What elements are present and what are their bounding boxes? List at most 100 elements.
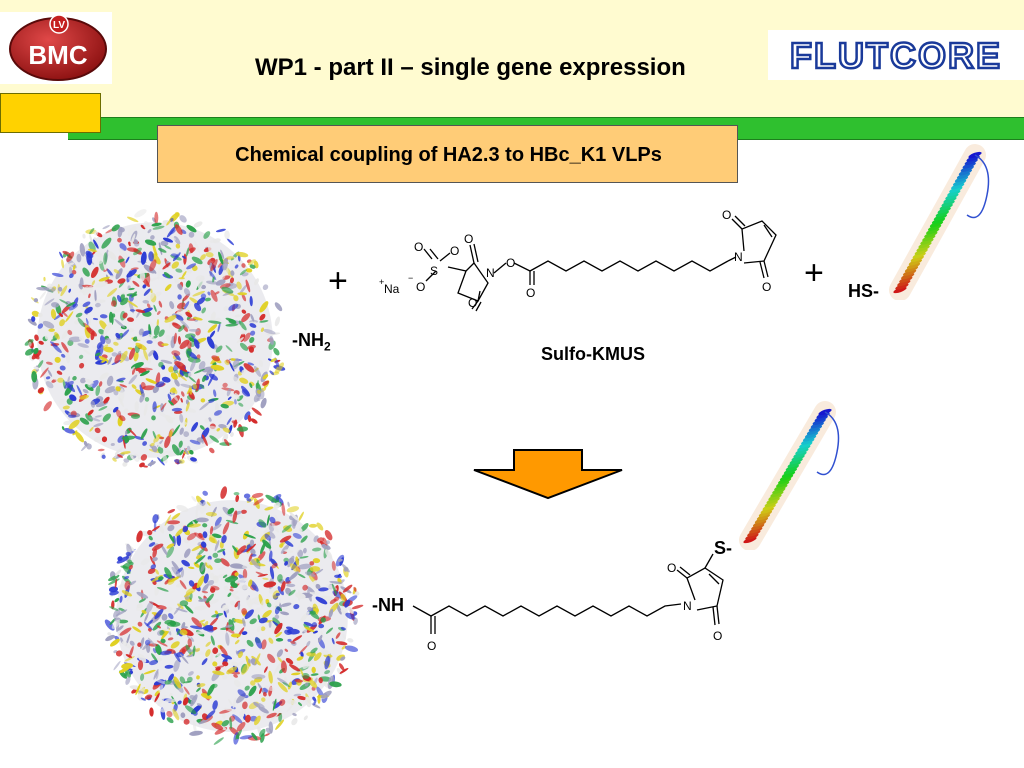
- vlp-subunit: [167, 621, 181, 627]
- vlp-subunit: [72, 376, 77, 381]
- vlp-subunit: [173, 676, 182, 689]
- vlp-subunit: [273, 598, 281, 609]
- vlp-subunit: [269, 566, 275, 580]
- vlp-subunit: [124, 668, 131, 678]
- atom-oxygen: O: [722, 208, 731, 222]
- vlp-subunit: [175, 528, 184, 537]
- vlp-subunit: [160, 544, 168, 556]
- vlp-subunit: [246, 543, 257, 553]
- vlp-subunit: [127, 300, 138, 308]
- vlp-subunit: [95, 385, 101, 397]
- vlp-subunit: [222, 574, 228, 579]
- vlp-subunit: [147, 333, 153, 340]
- vlp-subunit: [199, 619, 206, 623]
- vlp-subunit: [116, 556, 130, 564]
- vlp-subunit: [260, 397, 267, 409]
- vlp-subunit: [204, 297, 211, 302]
- vlp-subunit: [143, 403, 148, 416]
- vlp-subunit: [212, 647, 219, 654]
- vlp-subunit: [186, 532, 197, 541]
- vlp-subunit: [344, 645, 359, 652]
- vlp-subunit: [78, 354, 84, 360]
- vlp-subunit: [258, 617, 268, 624]
- helix-turn: [958, 169, 973, 176]
- atom-oxygen: O: [450, 244, 459, 258]
- helix-turn: [964, 158, 978, 166]
- vlp-subunit: [166, 543, 175, 549]
- vlp-subunit: [241, 608, 248, 615]
- vlp-subunit: [194, 605, 208, 611]
- vlp-subunit: [205, 511, 217, 517]
- plus-sign-right: +: [804, 254, 824, 292]
- vlp-subunit: [340, 626, 346, 631]
- vlp-subunit: [293, 693, 302, 697]
- vlp-subunit: [249, 382, 253, 389]
- vlp-subunit: [315, 583, 321, 590]
- vlp-subunit: [139, 270, 146, 282]
- vlp-subunit: [210, 289, 218, 302]
- vlp-subunit: [179, 629, 188, 636]
- vlp-subunit: [168, 366, 175, 373]
- vlp-subunit: [150, 288, 153, 294]
- vlp-subunit: [248, 685, 257, 697]
- helix-turn: [926, 228, 940, 235]
- vlp-subunit: [84, 338, 90, 344]
- vlp-subunit: [221, 719, 230, 727]
- vlp-subunit: [114, 353, 122, 364]
- vlp-subunit: [237, 395, 244, 402]
- vlp-subunit: [182, 697, 189, 706]
- vlp-subunit: [133, 453, 140, 462]
- vlp-particle-product: [104, 486, 364, 745]
- vlp-subunit: [227, 507, 235, 515]
- vlp-subunit: [201, 307, 207, 314]
- vlp-subunit: [168, 533, 175, 543]
- helix-turn: [899, 276, 913, 283]
- vlp-subunit: [133, 351, 139, 362]
- vlp-subunit: [111, 619, 121, 629]
- vlp-subunit: [204, 418, 210, 424]
- vlp-subunit: [148, 251, 154, 262]
- vlp-subunit: [226, 256, 235, 260]
- vlp-subunit: [102, 344, 109, 350]
- vlp-subunit: [89, 426, 94, 432]
- helix-turn: [931, 217, 946, 224]
- vlp-subunit: [277, 574, 283, 582]
- vlp-subunit: [171, 444, 180, 456]
- atom-oxygen: O: [713, 629, 722, 643]
- helix-turn: [895, 283, 909, 290]
- vlp-subunit: [66, 301, 76, 307]
- vlp-subunit: [222, 665, 228, 671]
- vlp-subunit: [98, 355, 111, 364]
- vlp-subunit: [257, 389, 261, 394]
- vlp-subunit: [43, 276, 46, 282]
- vlp-subunit: [51, 343, 62, 353]
- vlp-subunit: [78, 335, 85, 342]
- vlp-subunit: [148, 628, 152, 632]
- vlp-subunit: [190, 457, 197, 462]
- vlp-subunit: [250, 548, 256, 556]
- vlp-subunit: [173, 605, 182, 615]
- vlp-subunit: [242, 618, 246, 627]
- helix-turn: [918, 241, 932, 249]
- vlp-subunit: [209, 617, 219, 627]
- vlp-subunit: [130, 233, 136, 246]
- vlp-subunit: [145, 378, 157, 384]
- vlp-subunit: [144, 292, 155, 303]
- vlp-subunit: [244, 609, 254, 620]
- vlp-subunit: [259, 728, 266, 738]
- vlp-subunit: [136, 530, 143, 543]
- vlp-subunit: [79, 362, 85, 369]
- vlp-subunit: [207, 555, 212, 561]
- vlp-subunit: [40, 367, 49, 378]
- vlp-subunit: [196, 651, 205, 655]
- vlp-subunit: [44, 335, 49, 340]
- helix-turn: [941, 200, 955, 207]
- vlp-subunit: [271, 562, 278, 569]
- vlp-subunit: [205, 252, 214, 258]
- vlp-subunit: [283, 557, 289, 563]
- vlp-subunit: [222, 604, 229, 611]
- vlp-subunit: [57, 377, 64, 383]
- vlp-subunit: [159, 436, 165, 440]
- vlp-subunit: [274, 614, 280, 620]
- vlp-subunit: [275, 719, 285, 730]
